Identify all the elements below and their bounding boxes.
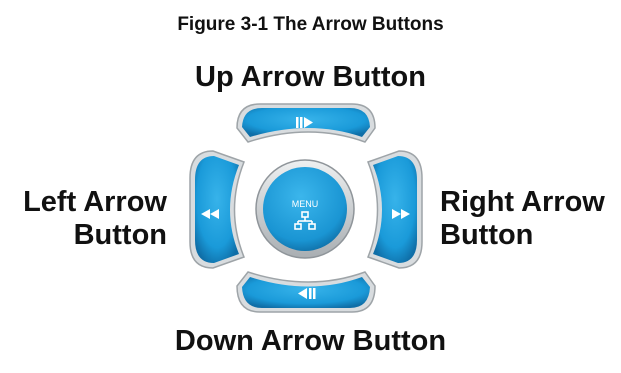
reverse-play-pause-icon — [298, 288, 316, 299]
down-arrow-button-label: Down Arrow Button — [174, 325, 447, 357]
right-arrow-button-label: Right Arrow Button — [440, 186, 605, 252]
right-label-line-1: Right Arrow — [440, 186, 605, 218]
left-arrow-button[interactable] — [189, 150, 245, 269]
right-arrow-button[interactable] — [367, 150, 423, 269]
left-label-line-1: Left Arrow — [23, 186, 167, 218]
figure-caption: Figure 3-1 The Arrow Buttons — [177, 14, 444, 35]
up-arrow-button[interactable] — [236, 103, 376, 143]
network-icon — [294, 211, 316, 230]
menu-button[interactable]: MENU — [255, 159, 355, 259]
menu-label: MENU — [292, 199, 319, 209]
down-arrow-button[interactable] — [236, 271, 376, 313]
up-arrow-button-label: Up Arrow Button — [195, 61, 426, 93]
left-label-line-2: Button — [73, 219, 167, 251]
rewind-icon — [201, 209, 219, 219]
fast-forward-icon — [392, 209, 410, 219]
play-pause-icon — [296, 117, 313, 128]
left-arrow-button-label: Left Arrow Button — [23, 186, 167, 252]
right-label-line-2: Button — [440, 219, 534, 251]
